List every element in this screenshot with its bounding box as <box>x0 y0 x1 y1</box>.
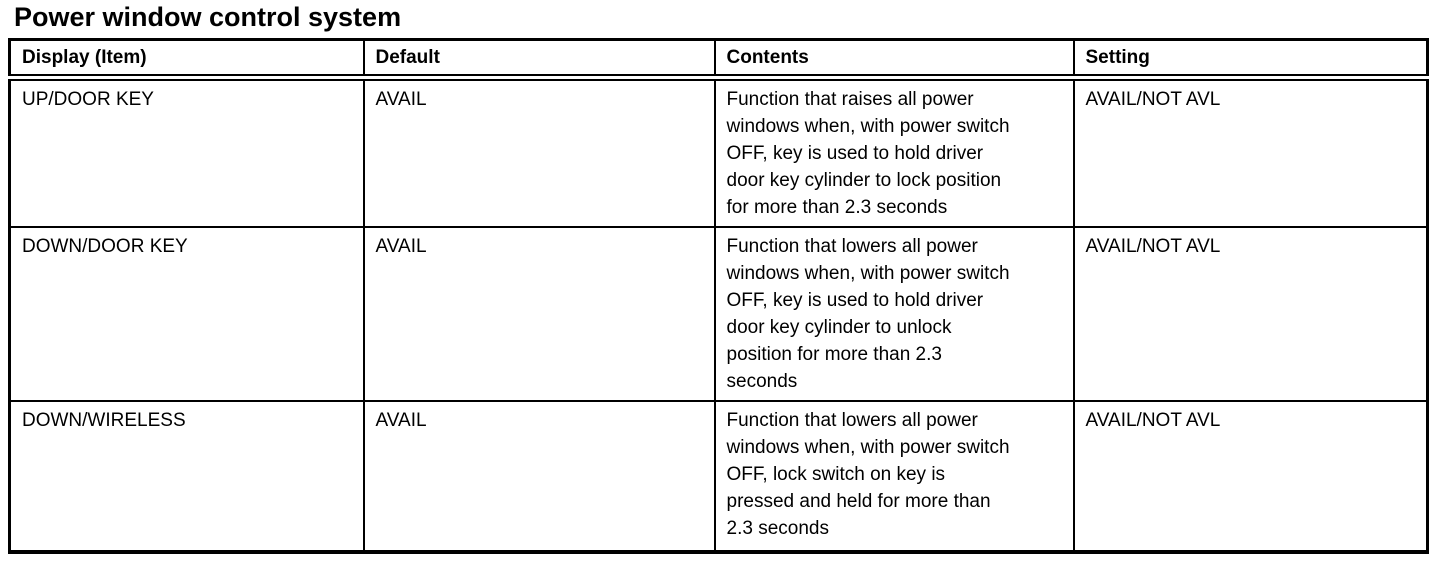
cell-setting: AVAIL/NOT AVL <box>1072 400 1429 553</box>
column-header-setting: Setting <box>1072 38 1429 81</box>
cell-contents: Function that lowers all power windows w… <box>713 226 1075 402</box>
header-row: Display (Item) Default Contents Setting <box>8 38 1429 81</box>
cell-contents: Function that raises all power windows w… <box>713 76 1075 228</box>
column-header-display-item: Display (Item) <box>8 38 365 81</box>
cell-display-item: UP/DOOR KEY <box>8 76 365 228</box>
cell-setting: AVAIL/NOT AVL <box>1072 76 1429 228</box>
cell-display-item: DOWN/WIRELESS <box>8 400 365 553</box>
cell-default: AVAIL <box>362 400 716 553</box>
column-header-contents: Contents <box>713 38 1075 81</box>
table-row-down-wireless: DOWN/WIRELESS AVAIL Function that lowers… <box>8 400 1429 553</box>
cell-default: AVAIL <box>362 76 716 228</box>
cell-default: AVAIL <box>362 226 716 402</box>
power-window-settings-table: Display (Item) Default Contents Setting … <box>8 38 1429 554</box>
table-row-down-door-key: DOWN/DOOR KEY AVAIL Function that lowers… <box>8 226 1429 402</box>
cell-contents: Function that lowers all power windows w… <box>713 400 1075 553</box>
cell-setting: AVAIL/NOT AVL <box>1072 226 1429 402</box>
table-row-up-door-key: UP/DOOR KEY AVAIL Function that raises a… <box>8 76 1429 228</box>
column-header-default: Default <box>362 38 716 81</box>
cell-display-item: DOWN/DOOR KEY <box>8 226 365 402</box>
page-title: Power window control system <box>14 2 402 32</box>
